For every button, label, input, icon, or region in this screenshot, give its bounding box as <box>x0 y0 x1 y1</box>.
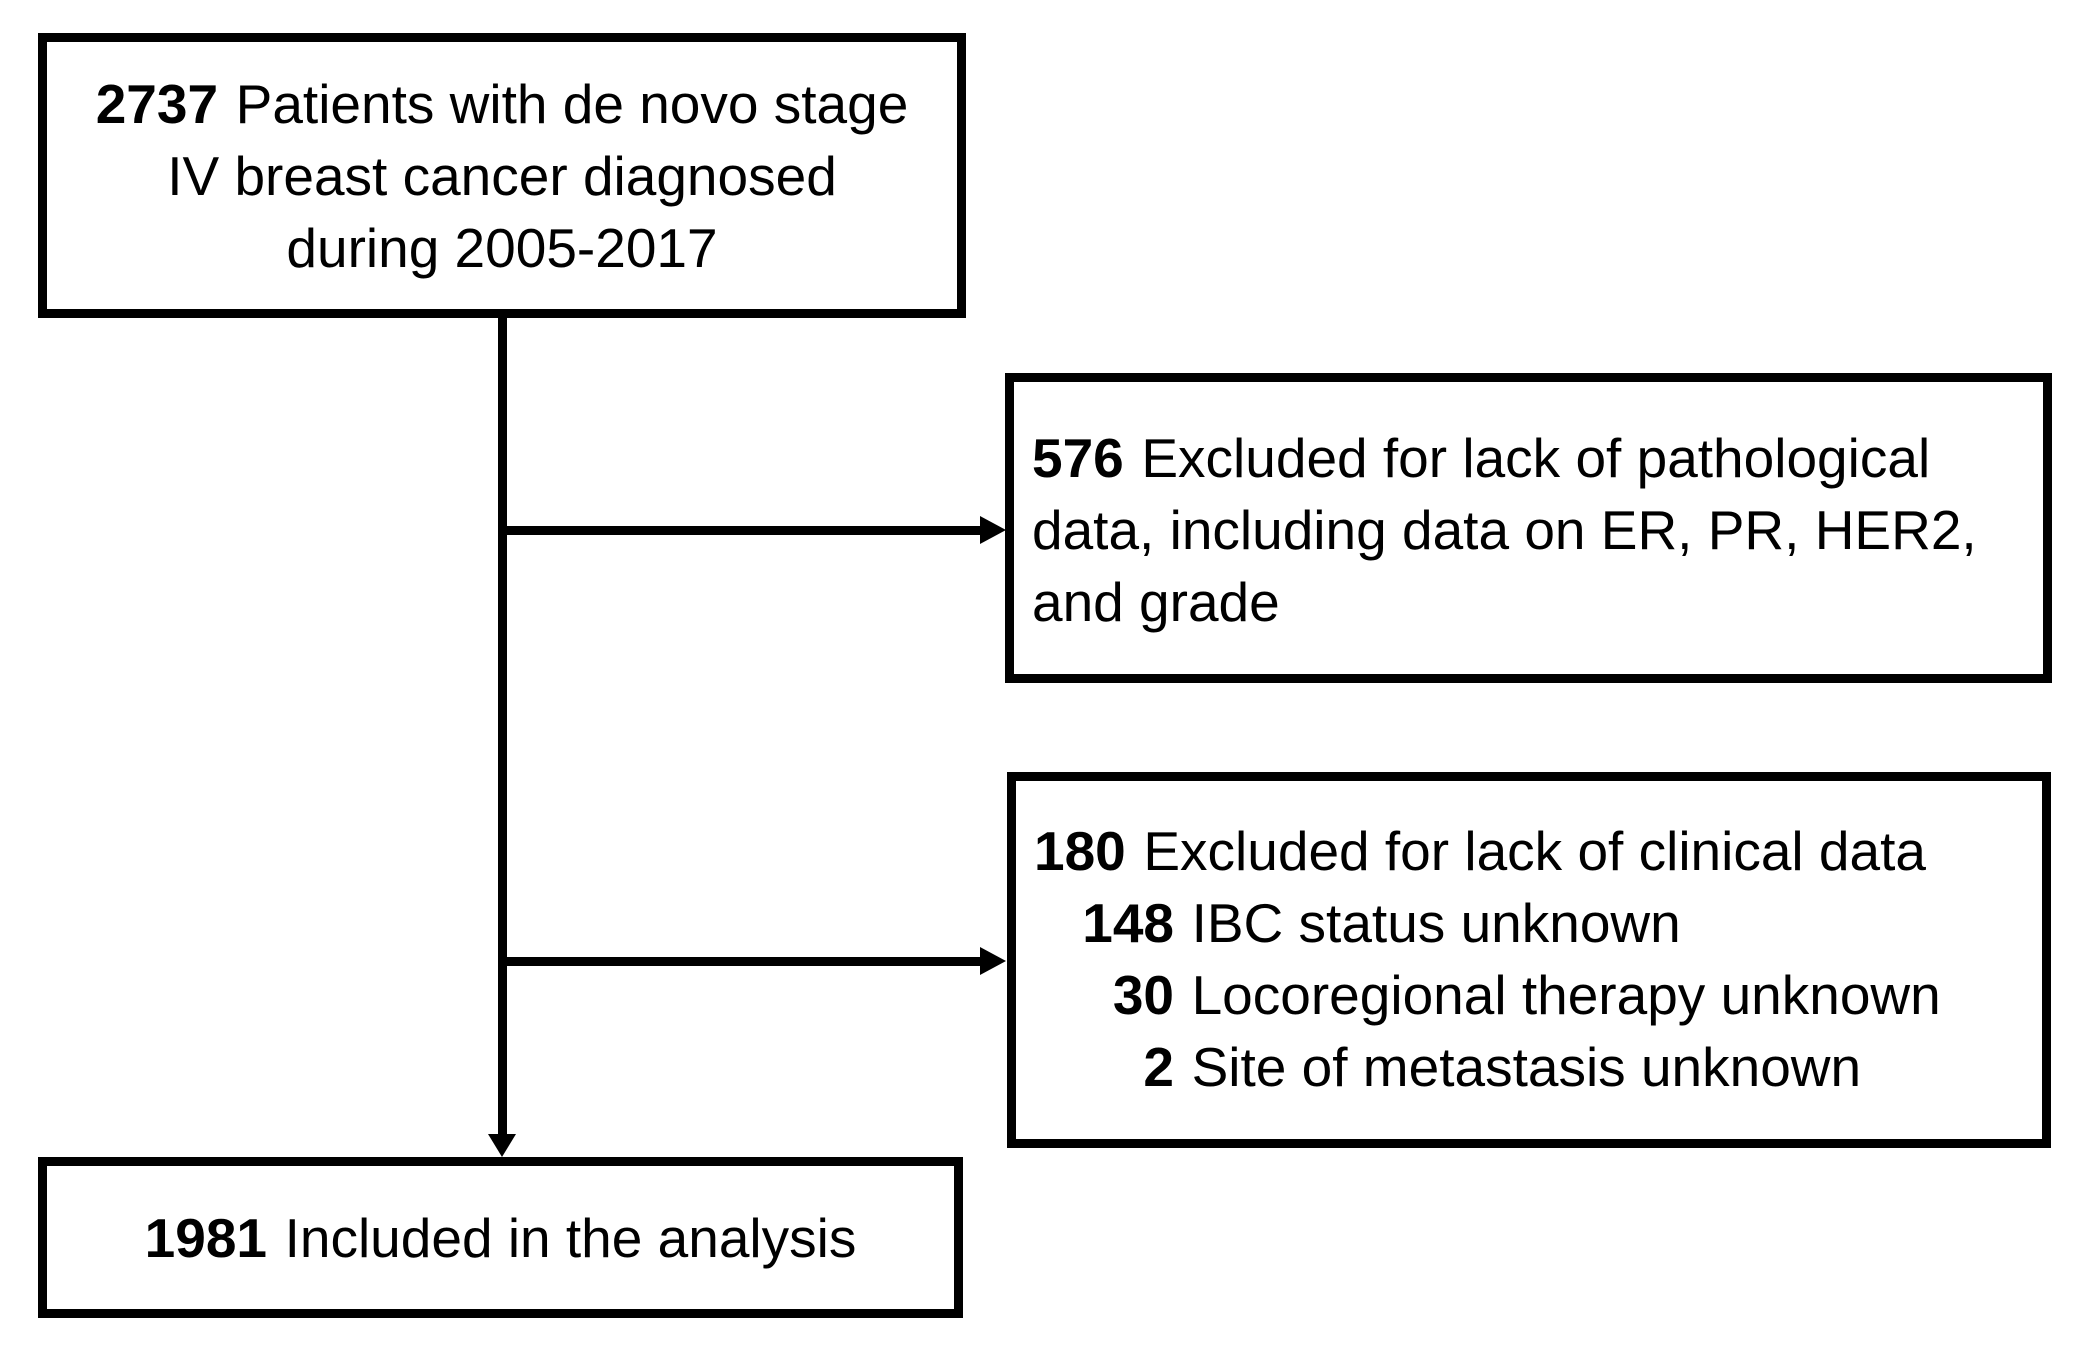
excluded-clinical-sub-item: 2 Site of metastasis unknown <box>1034 1031 2032 1103</box>
box-excluded-clinical: 180 Excluded for lack of clinical data 14… <box>1007 772 2051 1148</box>
initial-cohort-line-1: 2737 Patients with de novo stage <box>47 68 957 140</box>
excluded-pathological-line-1: 576 Excluded for lack of pathological <box>1032 422 2033 494</box>
box-excluded-pathological: 576 Excluded for lack of pathological dat… <box>1005 373 2052 683</box>
excluded-clinical-sub-item: 148 IBC status unknown <box>1034 887 2032 959</box>
arrowhead-down-icon <box>488 1134 516 1157</box>
sub-item-label: Site of metastasis unknown <box>1191 1036 1862 1098</box>
connector-to-clinical-exclusion <box>498 957 982 966</box>
initial-cohort-count: 2737 <box>95 73 219 135</box>
sub-item-count: 2 <box>1143 1036 1174 1098</box>
excluded-clinical-title-line: 180 Excluded for lack of clinical data <box>1034 815 2032 887</box>
excluded-clinical-title: Excluded for lack of clinical data <box>1143 820 1926 882</box>
sub-item-label: Locoregional therapy unknown <box>1191 964 1941 1026</box>
excluded-clinical-count: 180 <box>1034 820 1126 882</box>
initial-cohort-line-2: IV breast cancer diagnosed <box>167 145 837 207</box>
excluded-pathological-text-1: Excluded for lack of pathological <box>1141 427 1931 489</box>
arrowhead-right-icon <box>980 947 1006 975</box>
excluded-clinical-sub-item: 30 Locoregional therapy unknown <box>1034 959 2032 1031</box>
box-included-analysis: 1981 Included in the analysis <box>38 1157 963 1318</box>
included-analysis-line: 1981 Included in the analysis <box>145 1202 857 1274</box>
arrowhead-right-icon <box>980 516 1006 544</box>
excluded-pathological-line-3: and grade <box>1032 571 1280 633</box>
sub-item-label: IBC status unknown <box>1191 892 1681 954</box>
excluded-pathological-count: 576 <box>1032 427 1124 489</box>
sub-item-count: 30 <box>1112 964 1174 1026</box>
connector-to-pathological-exclusion <box>498 526 982 535</box>
included-analysis-label: Included in the analysis <box>284 1206 857 1269</box>
initial-cohort-line-3: during 2005-2017 <box>286 217 718 279</box>
sub-item-count: 148 <box>1082 892 1174 954</box>
initial-cohort-text-1: Patients with de novo stage <box>235 73 909 135</box>
connector-vertical-line <box>498 317 507 1134</box>
excluded-pathological-line-2: data, including data on ER, PR, HER2, <box>1032 499 1977 561</box>
included-analysis-count: 1981 <box>144 1206 267 1269</box>
box-initial-cohort: 2737 Patients with de novo stage IV breas… <box>38 33 966 318</box>
